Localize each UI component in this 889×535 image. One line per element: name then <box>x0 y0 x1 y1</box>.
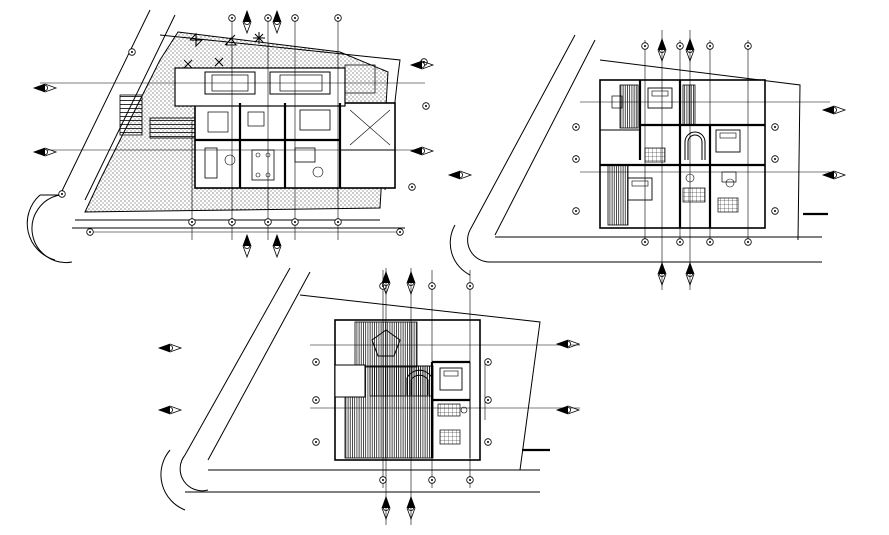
grid-bubble <box>264 218 272 226</box>
grid-bubble <box>334 218 342 226</box>
section-marker <box>33 147 57 157</box>
grid-bubble <box>484 396 492 404</box>
first-building <box>599 79 766 229</box>
grid-bubble <box>428 282 436 290</box>
section-marker <box>33 83 57 93</box>
roof-building <box>334 319 486 461</box>
grid-bubble <box>228 14 236 22</box>
grid-bubble <box>291 14 299 22</box>
section-marker <box>410 146 434 156</box>
grid-bubble <box>771 207 779 215</box>
grid-bubble <box>58 190 66 198</box>
section-marker <box>158 343 182 353</box>
roof-section-markers <box>158 268 580 525</box>
first-grid <box>572 40 830 246</box>
grid-bubble <box>771 123 779 131</box>
grid-bubble <box>641 42 649 50</box>
grid-bubble <box>466 282 474 290</box>
section-marker <box>556 405 580 415</box>
grid-bubble <box>228 218 236 226</box>
grid-bubble <box>641 238 649 246</box>
grid-bubble <box>572 155 580 163</box>
grid-bubble <box>771 155 779 163</box>
section-marker <box>556 339 580 349</box>
section-marker <box>410 60 434 70</box>
grid-bubble <box>312 438 320 446</box>
grid-bubble <box>744 42 752 50</box>
road-boundary <box>160 267 541 511</box>
section-marker <box>448 170 472 180</box>
first-section-markers <box>448 30 846 290</box>
ground-grid <box>40 14 430 240</box>
grid-bubble <box>379 476 387 484</box>
ground-floor-plan <box>26 9 434 264</box>
grid-bubble <box>128 48 136 56</box>
grid-bubble <box>744 238 752 246</box>
grid-bubble <box>422 102 430 110</box>
road-boundary <box>26 9 405 264</box>
grid-bubble <box>188 218 196 226</box>
grid-bubble <box>428 476 436 484</box>
section-marker <box>158 405 182 415</box>
section-marker <box>822 105 846 115</box>
grid-bubble <box>484 438 492 446</box>
roof-grid <box>310 270 580 488</box>
grid-bubble <box>676 238 684 246</box>
first-floor-plan <box>448 30 846 290</box>
grid-bubble <box>396 228 404 236</box>
grid-bubble <box>408 183 416 191</box>
grid-bubble <box>572 207 580 215</box>
road-boundary <box>449 34 822 276</box>
grid-bubble <box>312 396 320 404</box>
grid-bubble <box>334 14 342 22</box>
grid-bubble <box>572 123 580 131</box>
roof-plan <box>158 267 580 525</box>
trees <box>183 32 265 69</box>
grid-bubble <box>676 42 684 50</box>
grid-bubble <box>312 358 320 366</box>
grid-bubble <box>706 42 714 50</box>
grid-bubble <box>291 218 299 226</box>
grid-bubble <box>484 358 492 366</box>
grid-bubble <box>264 14 272 22</box>
grid-bubble <box>706 238 714 246</box>
grid-bubble <box>86 228 94 236</box>
grid-bubble <box>466 476 474 484</box>
